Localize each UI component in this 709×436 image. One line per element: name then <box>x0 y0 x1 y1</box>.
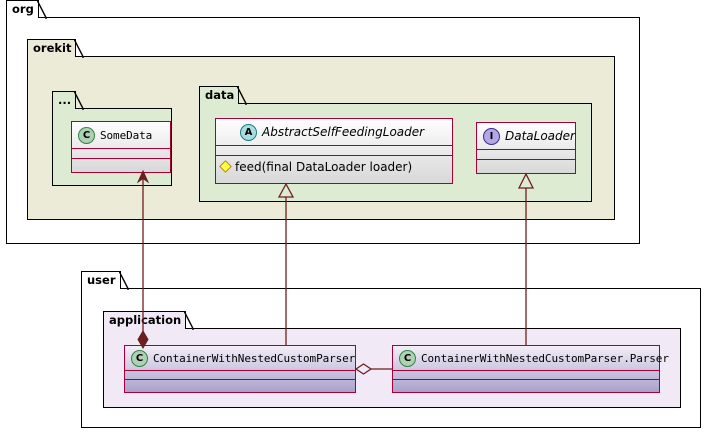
folder-notch-icon <box>36 0 47 19</box>
class-divider <box>72 148 170 149</box>
package-org-tab: org <box>6 0 47 19</box>
class-name-some-data: SomeData <box>100 128 153 142</box>
class-box-data-loader[interactable]: I DataLoader <box>476 122 576 174</box>
class-header-some-data: C SomeData <box>72 122 170 148</box>
folder-notch-icon <box>74 38 85 58</box>
folder-notch-icon <box>184 310 194 330</box>
abstract-badge-icon: A <box>240 123 257 141</box>
class-name-abstract-self-feeding-loader: AbstractSelfFeedingLoader <box>262 125 425 139</box>
class-methods-some-data <box>72 159 170 168</box>
class-header-container-with-nested-custom-parser-parser: C ContainerWithNestedCustomParser.Parser <box>393 346 669 370</box>
class-name-container-with-nested-custom-parser-parser: ContainerWithNestedCustomParser.Parser <box>421 351 669 365</box>
class-box-container-with-nested-custom-parser-parser[interactable]: C ContainerWithNestedCustomParser.Parser <box>392 345 669 393</box>
class-divider <box>125 370 355 371</box>
class-name-data-loader: DataLoader <box>505 129 575 143</box>
class-divider <box>393 370 659 371</box>
class-attributes-data-loader <box>477 150 575 159</box>
class-divider <box>393 379 659 380</box>
class-box-abstract-self-feeding-loader[interactable]: A AbstractSelfFeedingLoader feed(final D… <box>215 118 453 184</box>
class-box-some-data[interactable]: C SomeData <box>71 121 171 173</box>
class-methods-data-loader <box>477 160 575 169</box>
folder-notch-icon <box>74 90 84 110</box>
class-methods-parser <box>393 380 659 388</box>
method-label-feed: feed(final DataLoader loader) <box>235 159 413 174</box>
package-application-label: application <box>109 313 182 327</box>
class-badge-icon: C <box>78 126 95 144</box>
class-methods-container <box>125 380 355 388</box>
class-attributes-abstract-self-feeding-loader <box>216 146 452 155</box>
class-header-container-with-nested-custom-parser: C ContainerWithNestedCustomParser <box>125 346 355 370</box>
package-orekit-label: orekit <box>33 41 72 55</box>
package-data-label: data <box>205 88 235 102</box>
class-badge-icon: C <box>399 349 416 367</box>
class-divider <box>216 145 452 146</box>
class-method-row: feed(final DataLoader loader) <box>216 156 452 177</box>
package-data-tab: data <box>199 85 247 105</box>
class-attributes-parser <box>393 371 659 379</box>
package-user-label: user <box>87 273 116 287</box>
class-divider <box>477 159 575 160</box>
folder-notch-icon <box>118 270 129 290</box>
package-dots-tab: ... <box>52 90 84 110</box>
package-application-tab: application <box>103 310 194 330</box>
folder-notch-icon <box>237 85 247 105</box>
class-box-container-with-nested-custom-parser[interactable]: C ContainerWithNestedCustomParser <box>124 345 356 393</box>
public-visibility-icon <box>219 160 232 173</box>
class-badge-icon: C <box>131 349 148 367</box>
class-attributes-container <box>125 371 355 379</box>
class-divider <box>216 155 452 156</box>
class-divider <box>72 158 170 159</box>
interface-badge-icon: I <box>483 127 500 145</box>
package-orekit-tab: orekit <box>27 38 85 58</box>
package-dots-label: ... <box>58 93 72 107</box>
class-name-container-with-nested-custom-parser: ContainerWithNestedCustomParser <box>153 351 356 365</box>
package-user-tab: user <box>81 270 129 290</box>
class-divider <box>477 149 575 150</box>
class-divider <box>125 379 355 380</box>
class-header-data-loader: I DataLoader <box>477 123 575 149</box>
class-header-abstract-self-feeding-loader: A AbstractSelfFeedingLoader <box>216 119 452 145</box>
package-org-label: org <box>12 2 34 16</box>
class-attributes-some-data <box>72 149 170 158</box>
